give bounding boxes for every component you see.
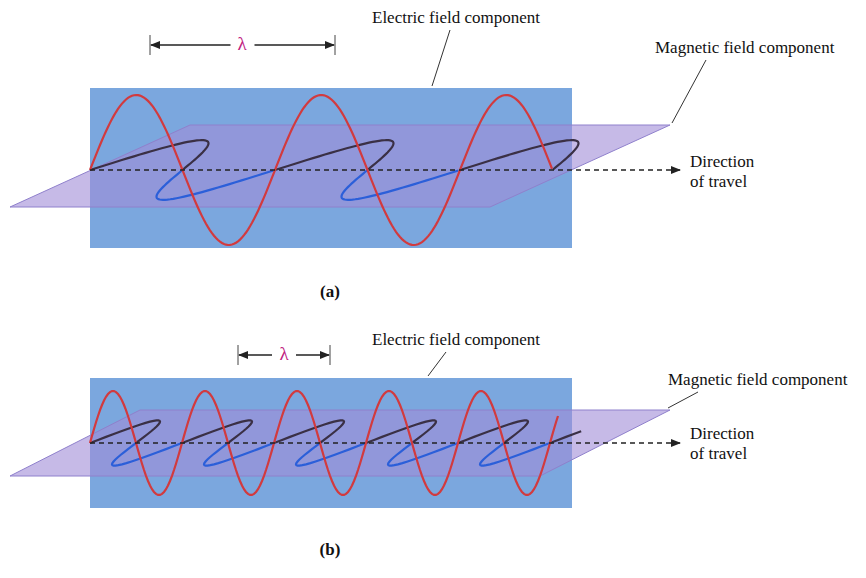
dimension-arrow	[255, 44, 335, 45]
magnetic-wave	[480, 443, 550, 466]
magnetic-wave	[112, 443, 182, 466]
magnetic-wave	[550, 431, 581, 443]
magnetic-wave	[342, 170, 459, 200]
electric-label: Electric field component	[372, 330, 540, 350]
direction-label: Direction of travel	[690, 152, 764, 191]
wavelength-label: λ	[276, 343, 291, 365]
dimension-tick	[238, 345, 239, 365]
direction-label: Direction of travel	[690, 424, 764, 463]
magnetic-wave	[296, 443, 366, 466]
panel-caption: (a)	[320, 282, 340, 302]
wave-panel	[10, 30, 706, 248]
magnetic-wave	[182, 420, 252, 443]
dimension-arrow	[239, 354, 272, 355]
electric-wave	[90, 95, 552, 245]
magnetic-plane	[10, 125, 670, 207]
magnetic-wave	[388, 443, 458, 466]
dimension-tick	[335, 35, 336, 55]
travel-arrow	[90, 169, 680, 170]
magnetic-label: Magnetic field component	[655, 38, 834, 58]
leader-line	[668, 392, 698, 408]
dimension-arrow	[151, 44, 231, 45]
magnetic-wave	[90, 140, 209, 170]
wave-panel	[10, 345, 698, 508]
magnetic-wave	[204, 443, 274, 466]
dimension-tick	[150, 35, 151, 55]
magnetic-label: Magnetic field component	[668, 370, 847, 390]
electric-label: Electric field component	[372, 8, 540, 28]
travel-arrow	[90, 442, 680, 443]
wavelength-label: λ	[234, 33, 249, 55]
magnetic-wave	[460, 140, 579, 170]
dimension-arrow	[296, 354, 329, 355]
panel-caption: (b)	[320, 540, 341, 560]
magnetic-wave	[275, 140, 394, 170]
magnetic-wave	[157, 170, 274, 200]
leader-line	[432, 30, 450, 86]
leader-line	[672, 60, 706, 123]
leader-line	[428, 352, 446, 376]
magnetic-wave	[366, 420, 436, 443]
magnetic-wave	[458, 420, 528, 443]
dimension-tick	[330, 345, 331, 365]
magnetic-wave	[90, 420, 160, 443]
magnetic-wave	[274, 420, 344, 443]
